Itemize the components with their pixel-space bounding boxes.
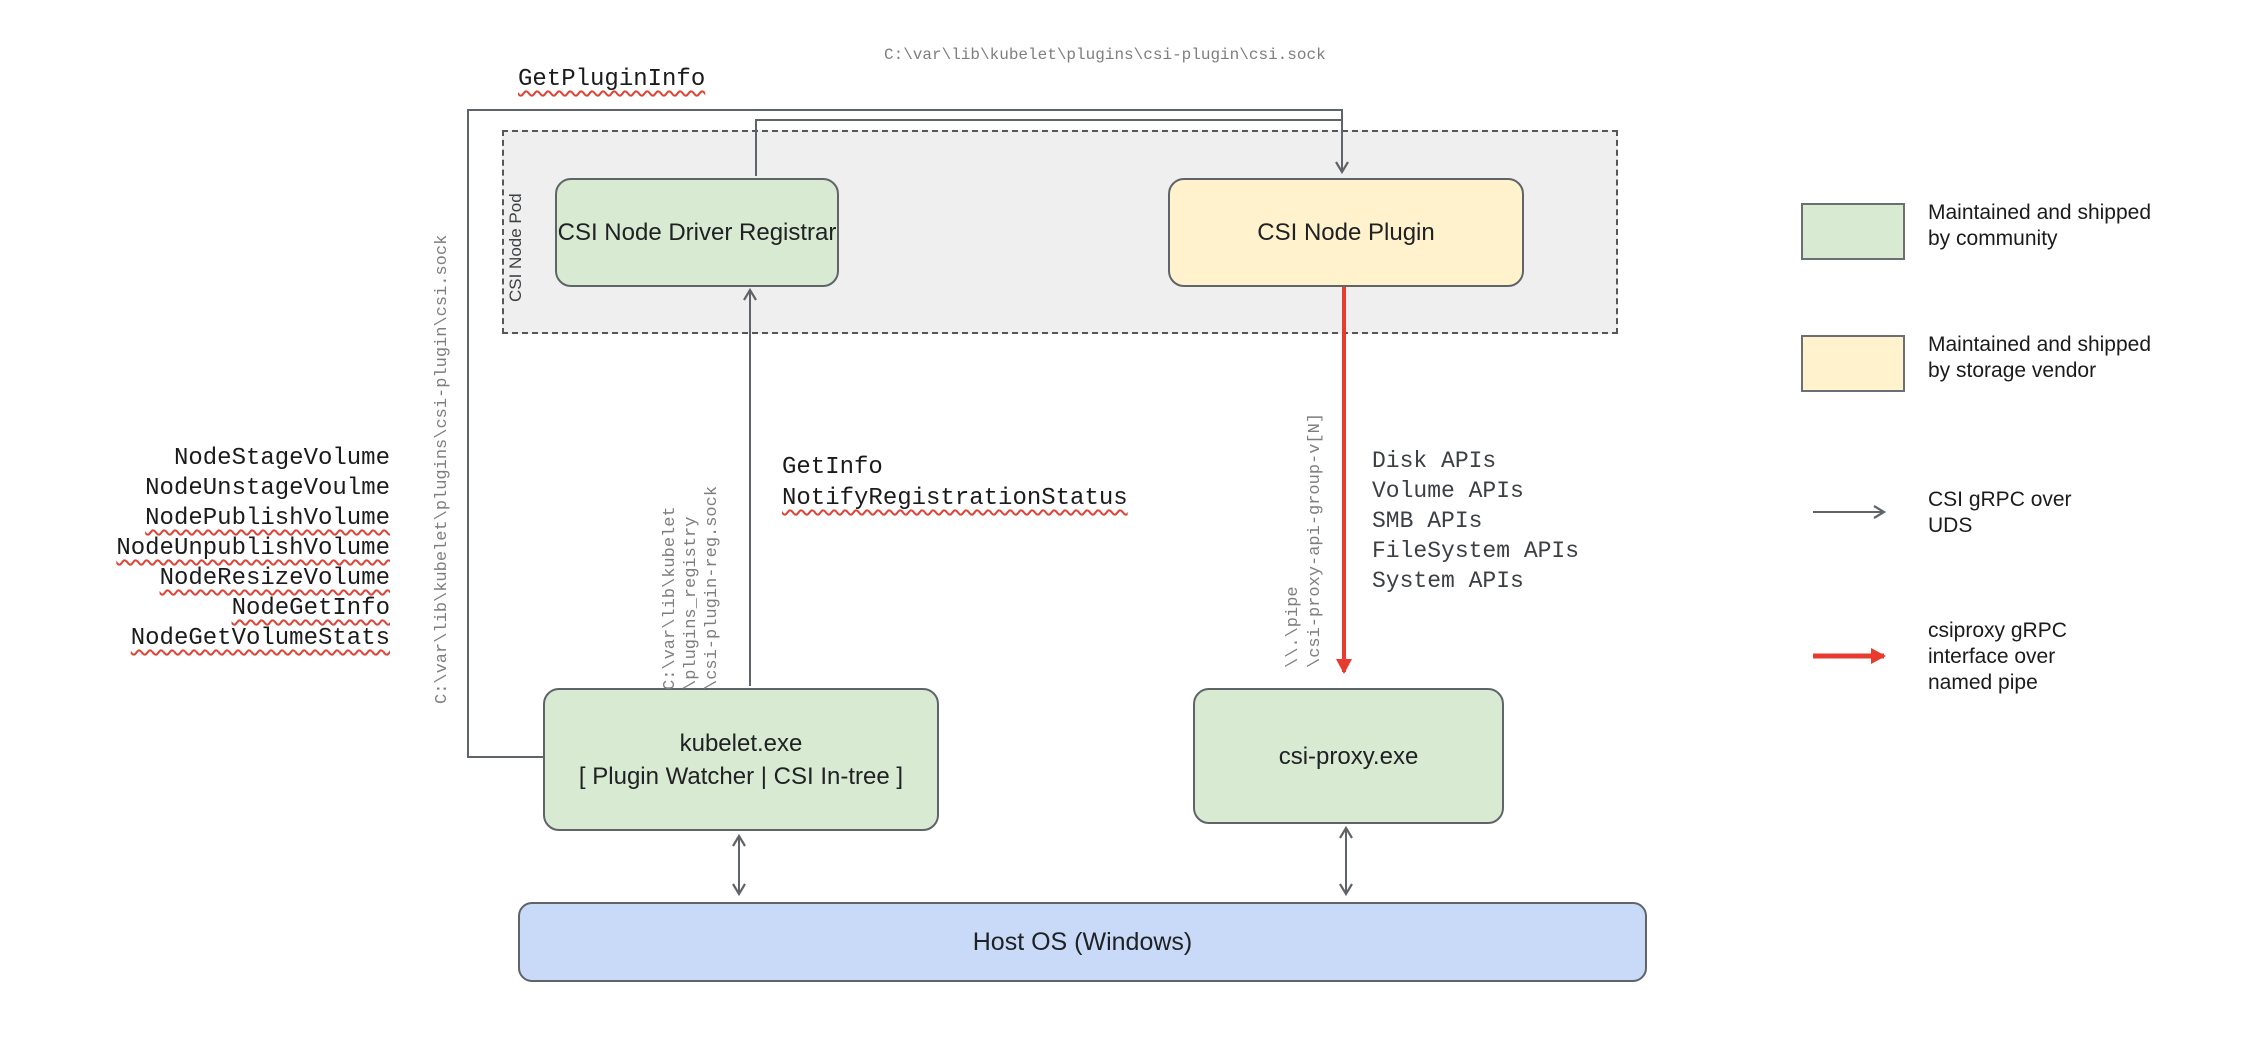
csi-node-pod-label: CSI Node Pod — [506, 193, 525, 302]
api-item: System APIs — [1372, 568, 1524, 594]
api-item: FileSystem APIs — [1372, 538, 1580, 564]
csi-node-plugin-node: CSI Node Plugin — [1168, 178, 1524, 287]
plugin-label: CSI Node Plugin — [1257, 219, 1435, 246]
node-call-item: NodeGetVolumeStats — [130, 625, 390, 652]
plugin-registry-sock-line2: \plugins_registry — [682, 516, 701, 690]
kubelet-node: kubelet.exe [ Plugin Watcher | CSI In-tr… — [543, 688, 939, 831]
legend-namedpipe-line2: interface over — [1928, 645, 2056, 668]
host-os-node: Host OS (Windows) — [518, 902, 1647, 982]
line-registrar-to-plugin-path — [755, 119, 1341, 176]
api-item: Disk APIs — [1372, 448, 1497, 474]
api-item: Volume APIs — [1372, 478, 1524, 504]
registrar-label: CSI Node Driver Registrar — [557, 219, 837, 246]
getinfo-call-label: GetInfo — [782, 454, 883, 481]
plugin-registry-sock-line3: \csi-plugin-reg.sock — [703, 485, 722, 690]
legend-uds-text: CSI gRPC over UDS — [1928, 487, 2072, 539]
node-call-item: NodeResizeVolume — [159, 565, 390, 592]
legend-vendor-line2: by storage vendor — [1928, 359, 2097, 382]
getplugininfo-call-label: GetPluginInfo — [518, 66, 706, 93]
named-pipe-line2: \csi-proxy-api-group-v[N] — [1306, 412, 1325, 668]
csi-node-driver-registrar-node: CSI Node Driver Registrar — [555, 178, 839, 287]
windows-api-list: Disk APIs Volume APIs SMB APIs FileSyste… — [1372, 446, 1579, 596]
node-call-item: NodeGetInfo — [231, 595, 390, 622]
node-rpc-call-list: NodeStageVolume NodeUnstageVoulme NodePu… — [40, 444, 390, 654]
plugin-registry-sock-path-label: C:\var\lib\kubelet \plugins_registry \cs… — [660, 486, 723, 690]
legend-vendor-text: Maintained and shipped by storage vendor — [1928, 332, 2151, 384]
kubelet-label-line1: kubelet.exe — [679, 729, 803, 757]
notifyregistrationstatus-call-label: NotifyRegistrationStatus — [782, 485, 1128, 512]
legend-community-line1: Maintained and shipped — [1928, 201, 2152, 224]
named-pipe-line1: \\.\pipe — [1284, 586, 1303, 668]
named-pipe-path-label: \\.\pipe \csi-proxy-api-group-v[N] — [1283, 413, 1327, 668]
arrow-kubelet-to-plugin-getplugininfo — [467, 109, 1349, 758]
csi-proxy-label: csi-proxy.exe — [1278, 742, 1419, 770]
legend-namedpipe-text: csiproxy gRPC interface over named pipe — [1928, 618, 2067, 696]
csi-proxy-node: csi-proxy.exe — [1193, 688, 1504, 824]
legend-community-swatch — [1801, 203, 1905, 260]
legend-community-line2: by community — [1928, 227, 2058, 250]
legend-vendor-line1: Maintained and shipped — [1928, 333, 2152, 356]
registration-calls-label: GetInfo NotifyRegistrationStatus — [782, 452, 1128, 514]
legend-namedpipe-line1: csiproxy gRPC — [1928, 619, 2067, 642]
node-call-item: NodeUnpublishVolume — [116, 535, 390, 562]
legend-community-text: Maintained and shipped by community — [1928, 200, 2151, 252]
plugin-registry-sock-line1: C:\var\lib\kubelet — [661, 506, 680, 690]
node-call-item: NodeStageVolume — [173, 445, 390, 472]
legend-namedpipe-line3: named pipe — [1928, 671, 2038, 694]
csi-sock-path-label-left: C:\var\lib\kubelet\plugins\csi-plugin\cs… — [433, 234, 452, 704]
kubelet-label: kubelet.exe [ Plugin Watcher | CSI In-tr… — [579, 727, 903, 793]
node-call-item: NodePublishVolume — [145, 505, 390, 532]
host-os-label: Host OS (Windows) — [972, 927, 1193, 956]
kubelet-label-line2: [ Plugin Watcher | CSI In-tree ] — [578, 762, 904, 790]
csi-sock-path-label-top: C:\var\lib\kubelet\plugins\csi-plugin\cs… — [884, 46, 1326, 64]
node-call-item: NodeUnstageVoulme — [145, 475, 390, 502]
api-item: SMB APIs — [1372, 508, 1483, 534]
legend-vendor-swatch — [1801, 335, 1905, 392]
legend-uds-line2: UDS — [1928, 514, 1973, 537]
legend-uds-line1: CSI gRPC over — [1928, 488, 2072, 511]
